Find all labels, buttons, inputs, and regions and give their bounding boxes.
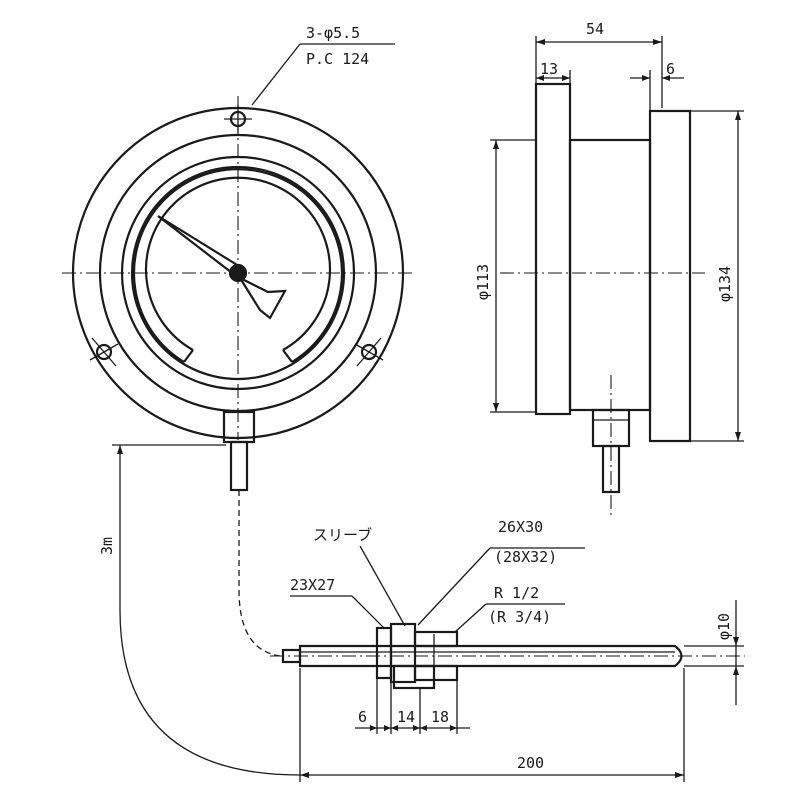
union-nut-top: [413, 630, 459, 648]
stem-diameter-label: φ10: [715, 613, 733, 640]
front-flange-label: 13: [540, 60, 558, 78]
side-stem: [601, 444, 621, 494]
pointer-needle-icon: [157, 215, 287, 320]
capillary: 3m: [98, 444, 301, 776]
front-bezel: [534, 82, 572, 416]
hex-nut: [389, 622, 417, 684]
mount-holes-label: 3-φ5.5: [306, 24, 360, 42]
hex-label: 23X27: [290, 576, 335, 594]
capillary-length-label: 3m: [98, 537, 116, 555]
dim-b-label: 14: [397, 708, 415, 726]
bulb-stem: [298, 644, 683, 668]
depth-label: 54: [586, 20, 604, 38]
front-view: 3-φ5.5 P.C 124: [62, 24, 412, 492]
case-diameter-label: φ113: [474, 264, 492, 300]
bulb-assembly: スリーブ 26X30 (28X32) 23X27 R 1/2 (R 3/4) 6…: [270, 518, 745, 782]
sleeve-label: スリーブ: [313, 526, 372, 544]
thread-label: R 1/2: [494, 584, 539, 602]
side-view: 54 13 6 φ113 φ134: [474, 20, 744, 515]
nut-label: 26X30: [498, 518, 543, 536]
total-length-label: 200: [517, 754, 544, 772]
pcd-label: P.C 124: [306, 50, 369, 68]
thread-alt-label: (R 3/4): [488, 608, 551, 626]
case-body: [568, 138, 652, 412]
sleeve-collar: [375, 626, 393, 680]
mount-hole-left-icon: [89, 337, 119, 367]
dim-a-label: 6: [358, 708, 367, 726]
nut-alt-label: (28X32): [494, 548, 557, 566]
union-nut-bottom: [413, 664, 459, 682]
flange-diameter-label: φ134: [716, 266, 734, 302]
capillary-tube: [238, 490, 281, 657]
mount-hole-right-icon: [354, 337, 384, 367]
rear-flange: [648, 109, 692, 443]
rear-flange-label: 6: [666, 60, 675, 78]
mount-hole-top-icon: [224, 105, 252, 133]
bottom-stem: [229, 440, 249, 492]
dim-c-label: 18: [431, 708, 449, 726]
